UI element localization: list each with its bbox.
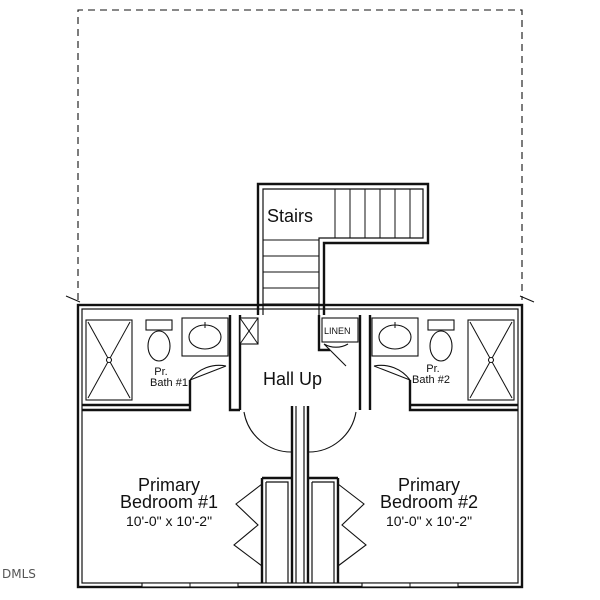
stairs-label: Stairs <box>267 206 313 226</box>
bedroom-1-dimensions: 10'-0" x 10'-2" <box>126 513 212 529</box>
bath-2-door <box>373 364 411 381</box>
hall-closet <box>239 317 259 345</box>
bedroom-1-door <box>243 411 293 453</box>
bedroom-2-door <box>307 411 357 453</box>
bath-2-label-line2: Bath #2 <box>412 374 450 386</box>
bedroom-2-label-line1: Primary <box>398 475 460 495</box>
bedroom-1-label-line2: Bedroom #1 <box>120 492 218 512</box>
bedroom-1-closet <box>233 476 292 583</box>
bedroom-2-dimensions: 10'-0" x 10'-2" <box>386 513 472 529</box>
bedroom-1-label-line1: Primary <box>138 475 200 495</box>
shower-1 <box>85 319 133 401</box>
bedroom-partition <box>290 406 310 583</box>
bedroom-2-label-line2: Bedroom #2 <box>380 492 478 512</box>
bath-1-label-line2: Bath #1 <box>150 377 188 389</box>
stair-treads <box>263 189 411 305</box>
bath-1-label-line1: Pr. <box>154 366 167 378</box>
bath-1-door <box>189 364 227 381</box>
exterior-walls <box>76 303 524 589</box>
linen-closet <box>317 315 359 367</box>
sink-2 <box>371 317 419 357</box>
hall-label: Hall Up <box>263 369 322 389</box>
linen-label: LINEN <box>324 326 351 336</box>
open-to-below-outline <box>65 9 535 303</box>
sink-1 <box>181 317 229 357</box>
dmls-watermark: DMLS <box>2 567 36 581</box>
windows <box>141 582 459 588</box>
bath-2-label-line1: Pr. <box>426 363 439 375</box>
toilet-1 <box>145 319 173 362</box>
stair-enclosure <box>256 182 430 315</box>
shower-2 <box>467 319 515 401</box>
bedroom-2-closet <box>308 476 367 583</box>
toilet-2 <box>427 319 455 362</box>
